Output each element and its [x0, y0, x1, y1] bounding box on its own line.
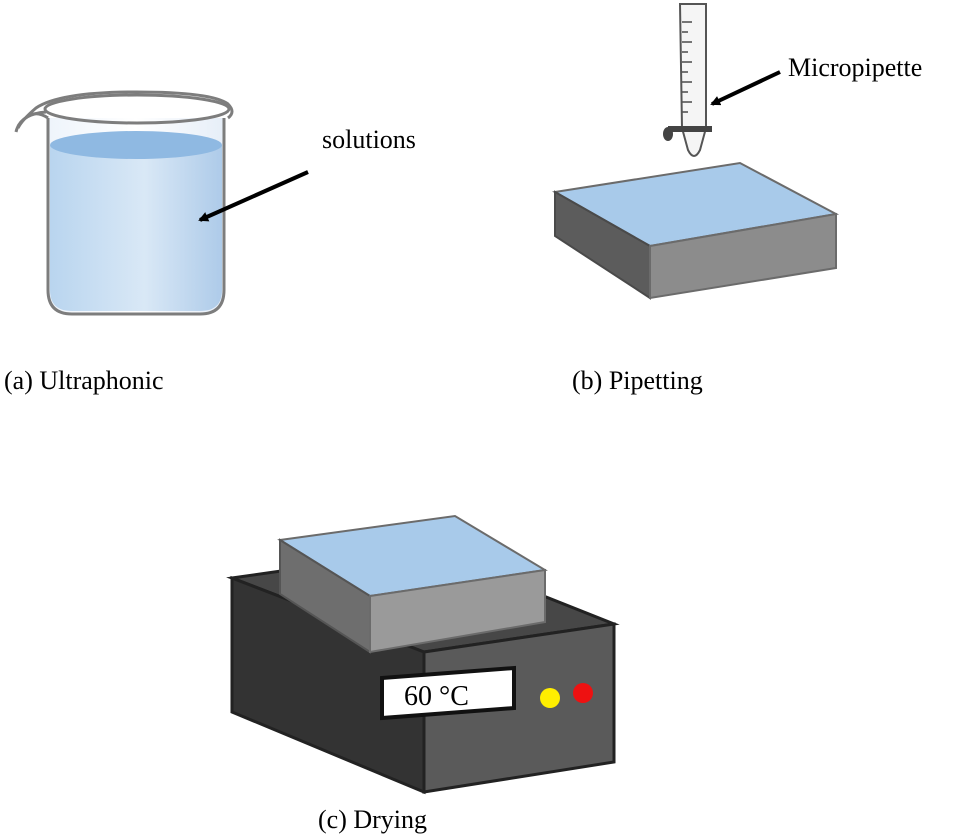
micropipette [663, 3, 712, 157]
substrate-pipetting [552, 161, 840, 300]
caption-c: (c) Drying [318, 805, 427, 834]
caption-b: (b) Pipetting [572, 366, 703, 395]
temperature-readout: 60 °C [404, 681, 469, 712]
caption-a: (a) Ultraphonic [4, 366, 164, 395]
red-indicator-light [573, 683, 593, 703]
substrate-drying [277, 514, 548, 654]
solutions-arrow [198, 170, 309, 222]
micropipette-arrow [710, 70, 781, 106]
yellow-indicator-light [540, 688, 560, 708]
temperature-display: 60 °C [380, 665, 516, 721]
micropipette-label: Micropipette [788, 53, 922, 82]
beaker [14, 90, 234, 316]
solution-liquid [50, 131, 222, 311]
solutions-label: solutions [322, 125, 416, 154]
